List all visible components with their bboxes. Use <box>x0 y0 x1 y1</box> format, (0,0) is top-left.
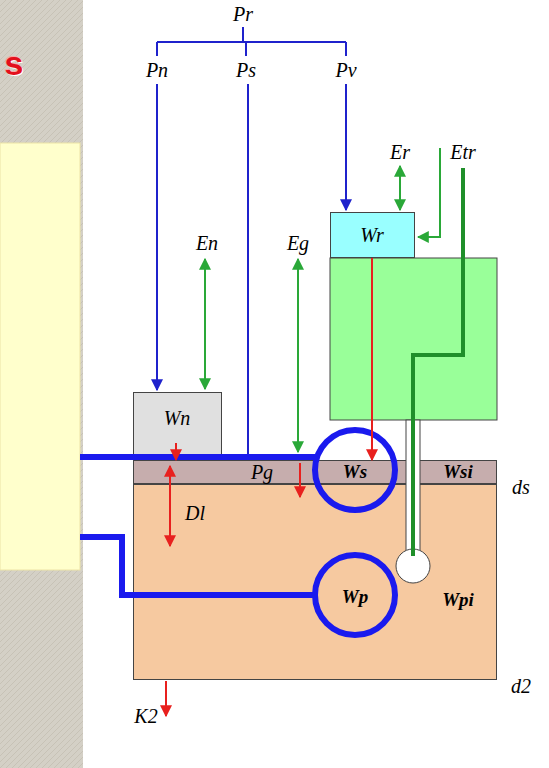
canopy-storage-box: Wr <box>330 212 415 258</box>
highlight-circle <box>315 555 395 635</box>
storage-label: Wr <box>360 225 383 246</box>
rain-soil-line <box>247 84 249 458</box>
storage-label: Wp <box>342 587 368 607</box>
text-anchor: En <box>196 233 218 254</box>
highlight-leader <box>80 537 315 595</box>
flux-label: Dl <box>185 503 205 524</box>
storage-label: Wsi <box>443 462 473 482</box>
flux-label: Etr <box>450 142 476 163</box>
text-anchor: Wr <box>360 225 383 246</box>
text-anchor: Ws <box>343 462 367 482</box>
depth-label: d2 <box>511 676 531 697</box>
text-anchor: Eg <box>287 233 309 254</box>
text-anchor: s <box>5 46 24 82</box>
canopy-evaporation-arrow <box>399 166 401 210</box>
flux-label: Pn <box>146 60 168 81</box>
text-anchor: Wn <box>164 408 191 429</box>
text-anchor: Pr <box>233 4 253 25</box>
heading-fragment: s <box>5 46 24 82</box>
text-anchor: d2 <box>511 676 531 697</box>
text-anchor: Wsi <box>443 462 473 482</box>
transpiration-arrow <box>418 148 440 237</box>
snowfall-arrow <box>156 84 158 390</box>
snow-storage-box: Wn <box>133 392 222 458</box>
text-anchor: ds <box>512 477 530 498</box>
text-anchor: Wpi <box>442 590 474 610</box>
snow-evaporation-arrow <box>204 259 206 389</box>
highlight-leader <box>80 454 318 460</box>
flow-arrow <box>169 466 171 546</box>
flux-label: Ps <box>236 60 256 81</box>
depth-label: ds <box>512 477 530 498</box>
flow-arrow <box>175 443 177 460</box>
flux-label: Pv <box>335 60 356 81</box>
flux-label: K2 <box>134 706 157 727</box>
slide-background <box>0 0 83 768</box>
flux-label: Er <box>390 142 410 163</box>
text-anchor: Er <box>390 142 410 163</box>
root-uptake-line <box>413 168 463 556</box>
yellow-panel <box>0 143 80 570</box>
highlight-circle <box>315 430 395 510</box>
text-anchor: Pv <box>335 60 356 81</box>
deep-drainage-arrow <box>165 681 167 716</box>
text-anchor: Dl <box>185 503 205 524</box>
flux-label: Eg <box>287 233 309 254</box>
storage-label: Wn <box>164 408 191 429</box>
text-anchor: K2 <box>134 706 157 727</box>
precipitation-bracket <box>157 27 346 56</box>
storage-label: Ws <box>343 462 367 482</box>
text-anchor: Pg <box>251 462 273 483</box>
rain-vegetation-arrow <box>345 84 347 210</box>
flow-arrow <box>371 258 373 460</box>
text-anchor: Wp <box>342 587 368 607</box>
ground-evaporation-arrow <box>297 259 299 452</box>
flux-label: Pr <box>233 4 253 25</box>
text-anchor: Ps <box>236 60 256 81</box>
text-anchor: Pn <box>146 60 168 81</box>
white-panel <box>83 0 549 768</box>
flux-label: En <box>196 233 218 254</box>
text-anchor: Etr <box>450 142 476 163</box>
infiltration-arrow <box>299 463 301 497</box>
storage-label: Wpi <box>442 590 474 610</box>
flux-label: Pg <box>251 462 273 483</box>
